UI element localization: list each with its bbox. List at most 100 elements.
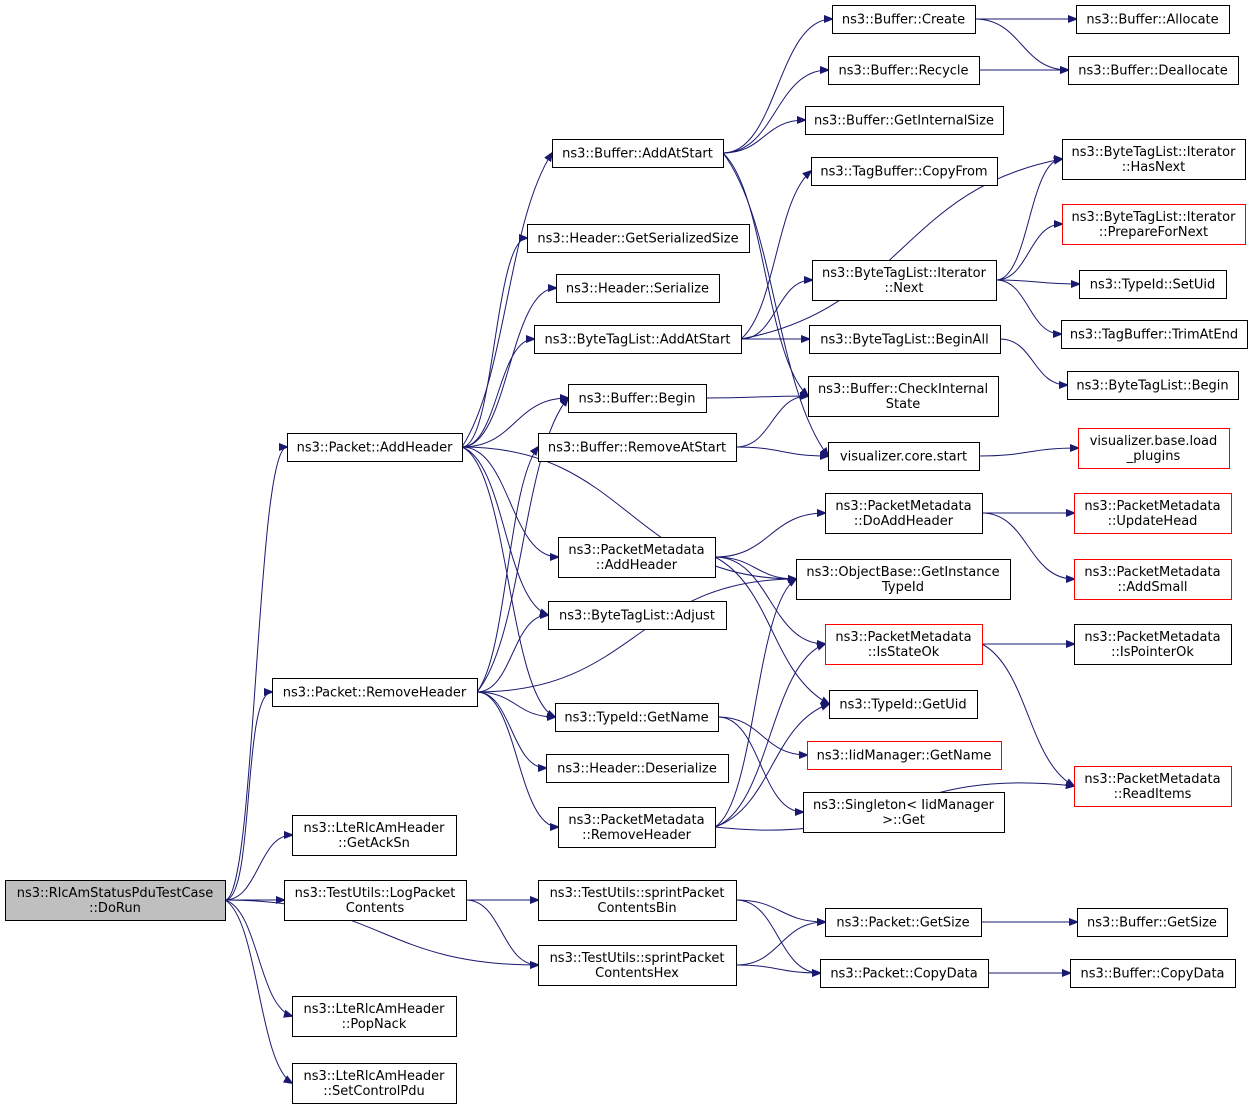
node-buf-get-internal-size[interactable]: ns3::Buffer::GetInternalSize [805, 106, 1004, 135]
edge-btl-iter-next-to-type-id-set-uid [995, 279, 1079, 284]
edge-buf-begin-to-buf-check-internal [705, 396, 808, 398]
edge-root-to-get-ack-sn [224, 835, 292, 901]
node-btl-adjust[interactable]: ns3::ByteTagList::Adjust [548, 601, 727, 630]
edge-btl-add-at-start-to-tag-buf-copy-from [740, 171, 811, 340]
node-iid-get-name[interactable]: ns3::IidManager::GetName [807, 741, 1002, 770]
node-box [832, 5, 976, 34]
node-box [1074, 766, 1232, 807]
node-label-line: ns3::Packet::AddHeader [297, 441, 453, 456]
node-buf-recycle[interactable]: ns3::Buffer::Recycle [828, 56, 980, 85]
node-label-line: ns3::TagBuffer::CopyFrom [820, 165, 987, 180]
node-type-id-get-uid[interactable]: ns3::TypeId::GetUid [829, 690, 978, 719]
node-label-line: visualizer.core.start [840, 450, 967, 465]
node-btl-iter-prepare[interactable]: ns3::ByteTagList::Iterator::PrepareForNe… [1062, 204, 1246, 245]
node-pm-update-head[interactable]: ns3::PacketMetadata::UpdateHead [1074, 493, 1232, 534]
node-pop-nack[interactable]: ns3::LteRlcAmHeader::PopNack [292, 996, 457, 1037]
node-box [807, 741, 1002, 770]
node-type-id-get-name[interactable]: ns3::TypeId::GetName [555, 703, 719, 732]
edge-btl-begin-all-to-btl-begin [999, 338, 1067, 385]
node-btl-iter-has-next[interactable]: ns3::ByteTagList::Iterator::HasNext [1062, 139, 1246, 180]
node-tag-buf-trim-at-end[interactable]: ns3::TagBuffer::TrimAtEnd [1061, 320, 1248, 349]
node-buf-get-size[interactable]: ns3::Buffer::GetSize [1077, 908, 1228, 937]
node-set-control-pdu[interactable]: ns3::LteRlcAmHeader::SetControlPdu [292, 1063, 457, 1104]
node-box [809, 325, 1001, 354]
node-pm-is-pointer-ok[interactable]: ns3::PacketMetadata::IsPointerOk [1074, 624, 1232, 665]
node-tag-buf-copy-from[interactable]: ns3::TagBuffer::CopyFrom [811, 157, 998, 186]
edge-buf-add-at-start-to-viz-start [722, 152, 828, 456]
node-label-line: ::DoAddHeader [854, 514, 954, 529]
node-buf-copy-data[interactable]: ns3::Buffer::CopyData [1070, 959, 1236, 988]
node-pkt-copy-data[interactable]: ns3::Packet::CopyData [820, 959, 989, 988]
node-buf-add-at-start[interactable]: ns3::Buffer::AddAtStart [552, 139, 724, 168]
node-buf-deallocate[interactable]: ns3::Buffer::Deallocate [1068, 56, 1239, 85]
node-type-id-set-uid[interactable]: ns3::TypeId::SetUid [1079, 270, 1227, 299]
node-btl-iter-next[interactable]: ns3::ByteTagList::Iterator::Next [812, 260, 997, 301]
node-label-line: ::UpdateHead [1108, 514, 1198, 529]
node-label-line: TypeId [881, 580, 924, 595]
node-pm-add-header[interactable]: ns3::PacketMetadata::AddHeader [558, 537, 716, 578]
node-label-line: ::PopNack [342, 1017, 407, 1032]
node-get-ack-sn[interactable]: ns3::LteRlcAmHeader::GetAckSn [292, 815, 457, 856]
node-label-line: ns3::Buffer::AddAtStart [562, 147, 713, 162]
node-buf-create[interactable]: ns3::Buffer::Create [832, 5, 976, 34]
edge-buf-add-at-start-to-buf-get-internal-size [722, 120, 805, 154]
node-box [292, 815, 457, 856]
node-box [828, 442, 980, 471]
node-box [811, 157, 998, 186]
node-singleton-get[interactable]: ns3::Singleton< IidManager>::Get [803, 792, 1005, 833]
node-buf-begin[interactable]: ns3::Buffer::Begin [568, 384, 707, 413]
node-viz-start[interactable]: visualizer.core.start [828, 442, 980, 471]
node-label-line: ns3::Buffer::Create [842, 13, 965, 28]
node-pm-do-add-header[interactable]: ns3::PacketMetadata::DoAddHeader [825, 493, 983, 534]
node-btl-add-at-start[interactable]: ns3::ByteTagList::AddAtStart [534, 325, 742, 354]
node-box [555, 703, 719, 732]
node-root[interactable]: ns3::RlcAmStatusPduTestCase::DoRun [5, 880, 226, 921]
node-pm-add-small[interactable]: ns3::PacketMetadata::AddSmall [1074, 559, 1232, 600]
node-pm-remove-header[interactable]: ns3::PacketMetadata::RemoveHeader [558, 807, 716, 848]
node-viz-load-plugins[interactable]: visualizer.base.load_plugins [1078, 428, 1230, 469]
node-remove-header[interactable]: ns3::Packet::RemoveHeader [272, 678, 478, 707]
node-box [808, 376, 999, 417]
edge-btl-iter-next-to-btl-iter-prepare [995, 224, 1062, 281]
node-box [292, 996, 457, 1037]
edge-buf-add-at-start-to-buf-check-internal [722, 152, 808, 396]
node-label-line: ns3::Header::Deserialize [557, 762, 717, 777]
node-box [534, 325, 742, 354]
node-box [1076, 5, 1230, 34]
node-box [552, 139, 724, 168]
node-add-header[interactable]: ns3::Packet::AddHeader [287, 433, 463, 462]
edge-buf-remove-at-start-to-viz-start [735, 446, 828, 456]
node-hdr-deserialize[interactable]: ns3::Header::Deserialize [546, 754, 729, 783]
edge-pm-remove-header-to-obj-get-inst-type-id [714, 579, 796, 828]
edge-root-to-set-control-pdu [224, 899, 292, 1083]
node-label-line: ns3::PacketMetadata [568, 813, 704, 828]
node-btl-begin[interactable]: ns3::ByteTagList::Begin [1067, 371, 1239, 400]
node-buf-remove-at-start[interactable]: ns3::Buffer::RemoveAtStart [538, 433, 737, 462]
node-box [538, 433, 737, 462]
node-label-line: ns3::PacketMetadata [1084, 565, 1220, 580]
node-buf-allocate[interactable]: ns3::Buffer::Allocate [1076, 5, 1230, 34]
node-pkt-get-size[interactable]: ns3::Packet::GetSize [825, 908, 982, 937]
node-label-line: ns3::ByteTagList::Adjust [559, 609, 715, 624]
node-label-line: ns3::ByteTagList::Iterator [822, 266, 987, 281]
edge-remove-header-to-buf-begin [476, 398, 568, 693]
node-btl-begin-all[interactable]: ns3::ByteTagList::BeginAll [809, 325, 1001, 354]
node-label-line: ns3::Buffer::Recycle [838, 64, 968, 79]
node-label-line: ns3::PacketMetadata [835, 630, 971, 645]
edge-remove-header-to-btl-adjust [476, 615, 548, 693]
node-label-line: ns3::TestUtils::sprintPacket [550, 951, 725, 966]
node-hdr-get-ser-size[interactable]: ns3::Header::GetSerializedSize [527, 224, 750, 253]
edge-add-header-to-btl-add-at-start [461, 339, 534, 448]
node-label-line: ns3::LteRlcAmHeader [303, 821, 445, 836]
edge-root-to-pop-nack [224, 899, 292, 1016]
node-label-line: ns3::IidManager::GetName [817, 749, 992, 764]
node-pm-read-items[interactable]: ns3::PacketMetadata::ReadItems [1074, 766, 1232, 807]
node-hdr-serialize[interactable]: ns3::Header::Serialize [556, 274, 720, 303]
node-label-line: ns3::ByteTagList::Begin [1076, 379, 1228, 394]
node-pm-is-state-ok[interactable]: ns3::PacketMetadata::IsStateOk [825, 624, 983, 665]
